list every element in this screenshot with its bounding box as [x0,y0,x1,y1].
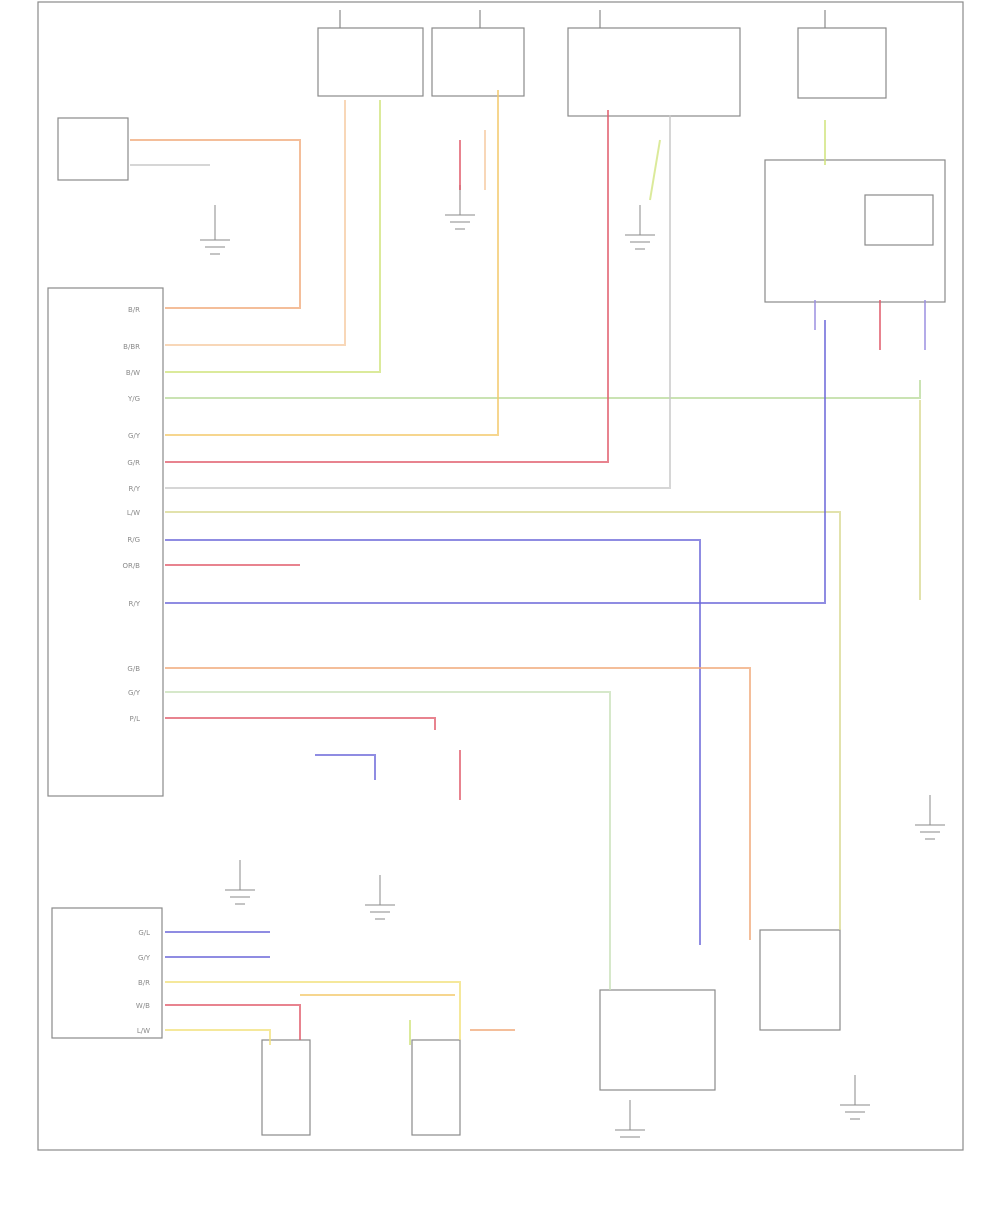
fuse-block-1 [317,27,424,97]
ground-5 [365,875,395,920]
ground-6 [915,795,945,840]
ground-3 [625,205,655,250]
ecm-pin-labels: B/R B/BR B/W Y/G G/Y G/R R/Y L/W R/G OR/… [122,306,140,723]
wires [130,90,926,1045]
bottom-switch-block [599,989,716,1091]
bottom-sensor-3 [759,929,841,1031]
ground-symbols [200,185,945,1138]
fuse-block-3 [797,27,887,99]
top-component-row [317,10,887,117]
tcm-pin-1: G/L [138,929,150,937]
ecm-pin-10: OR/B [122,562,140,570]
ecm-pin-2: B/BR [123,343,140,351]
bottom-sensor-2 [411,1039,461,1136]
ground-7 [840,1075,870,1120]
ecm-pin-8: L/W [127,509,140,517]
tcm-pin-2: G/Y [138,954,151,962]
tcm-pin-5: L/W [137,1027,150,1035]
ecm-pin-13: G/Y [128,689,141,697]
ground-2 [445,185,475,230]
tcm-pin-3: B/R [138,979,150,987]
ground-1 [200,205,230,255]
bottom-sensor-1 [261,1039,311,1136]
ecm-connector [47,287,164,797]
ground-4 [225,860,255,905]
tcm-pin-4: W/B [136,1002,150,1010]
fuse-block-2 [431,27,525,97]
diagram-frame [37,1,964,1151]
sensor-block-left [57,117,129,181]
ecm-pin-4: Y/G [127,395,140,403]
ecm-pin-5: G/Y [128,432,141,440]
relay-box-right [764,159,946,303]
ecm-pin-14: P/L [130,715,141,723]
ecm-pin-9: R/G [127,536,140,544]
tcm-block [51,907,163,1039]
ecm-pin-7: R/Y [129,485,141,493]
relay-inner [864,194,934,246]
ground-8 [615,1100,645,1138]
tcm-pin-labels: G/L G/Y B/R W/B L/W [136,929,151,1035]
ecm-pin-11: R/Y [129,600,141,608]
ecm-pin-12: G/B [127,665,140,673]
ecm-pin-6: G/R [127,459,140,467]
relay-block [567,27,741,117]
ecm-pin-3: B/W [126,369,140,377]
ecm-pin-1: B/R [128,306,140,314]
